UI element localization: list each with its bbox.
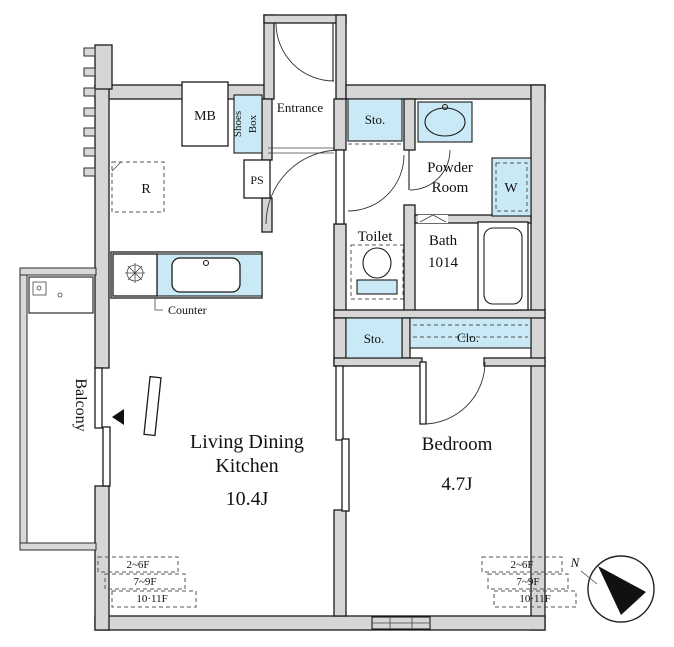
washer-pan xyxy=(495,162,528,212)
bath-label: Bath xyxy=(429,233,458,249)
parked-door-panel xyxy=(143,375,162,437)
kitchen-sink xyxy=(171,257,241,293)
powder-room-label-1: Powder xyxy=(427,160,473,176)
hall-door-leaf xyxy=(335,149,345,225)
burner-icon xyxy=(125,263,145,283)
shoes-box-label-2: Box xyxy=(247,114,259,133)
toilet-label: Toilet xyxy=(358,229,394,245)
storage-top xyxy=(347,98,403,142)
floor-notes-left: 2~6F 7~9F 10·11F xyxy=(97,556,197,608)
closet-area xyxy=(409,317,532,349)
bedroom-size-label: 4.7J xyxy=(441,474,472,495)
closet-dashes xyxy=(413,324,528,338)
powder-sink-counter xyxy=(417,101,473,143)
faucet-icon xyxy=(202,259,210,267)
washer-area xyxy=(491,157,532,217)
entrance-label: Entrance xyxy=(277,100,323,115)
ldk-label-1: Living Dining xyxy=(190,431,304,453)
interior-walls xyxy=(261,98,546,617)
bedroom-label: Bedroom xyxy=(422,434,493,455)
refrigerator-label: R xyxy=(141,182,151,197)
meter-box xyxy=(181,81,229,147)
counter-label: Counter xyxy=(168,303,207,317)
powder-room-label-2: Room xyxy=(432,180,469,196)
entrance-door-arc xyxy=(275,22,335,82)
floor-note: 2~6F xyxy=(510,559,533,571)
balcony-sliding-door xyxy=(94,367,103,429)
bath-size-label: 1014 xyxy=(428,255,459,271)
balcony xyxy=(19,267,97,551)
floor-note: 10·11F xyxy=(519,593,550,605)
storage-mid-label: Sto. xyxy=(364,331,385,346)
bedroom-door-arc xyxy=(422,361,486,425)
shoes-box xyxy=(233,94,263,154)
storage-top-label: Sto. xyxy=(365,112,386,127)
counter-leader-line xyxy=(154,298,163,311)
floor-note: 7~9F xyxy=(516,576,539,588)
meter-box-label: MB xyxy=(194,109,216,124)
closet-label: Clo. xyxy=(457,330,479,345)
powder-door-arc xyxy=(409,149,451,191)
floor-notes-right: 2~6F 7~9F 10·11F xyxy=(481,556,577,608)
ldk-label-2: Kitchen xyxy=(215,455,278,477)
hall-door-arc xyxy=(265,149,341,225)
pipe-space-label: PS xyxy=(250,173,263,187)
labels: MB Shoes Box Entrance Sto. Powder Room W… xyxy=(72,100,518,510)
kitchen-counter xyxy=(110,251,263,311)
door-direction-marker xyxy=(112,409,124,425)
drain-grate-icon xyxy=(32,281,47,296)
bathtub xyxy=(477,221,529,311)
bedroom-sliding-door xyxy=(335,365,344,441)
compass-north-label: N xyxy=(570,555,581,570)
refrigerator-space xyxy=(111,161,165,213)
toilet-door-arc xyxy=(347,154,405,212)
ldk-size-label: 10.4J xyxy=(226,488,269,510)
pipe-space-box xyxy=(243,159,271,199)
bedroom-door-leaf xyxy=(419,361,427,425)
doors xyxy=(94,22,486,512)
floor-note: 7~9F xyxy=(133,576,156,588)
stairs-hatch xyxy=(83,47,96,177)
bath-folding-door xyxy=(419,214,447,223)
balcony-unit xyxy=(28,276,94,314)
floor-note: 10·11F xyxy=(136,593,167,605)
powder-sink xyxy=(424,103,466,137)
storage-mid xyxy=(345,317,403,359)
washer-label: W xyxy=(504,181,518,196)
toilet-fixture xyxy=(350,244,404,300)
balcony-label: Balcony xyxy=(72,378,89,431)
bedroom-window xyxy=(371,616,431,630)
compass: N xyxy=(570,555,655,623)
compass-needle-icon xyxy=(598,566,646,615)
bath-door-gap xyxy=(418,215,448,223)
shoes-box-label-1: Shoes xyxy=(232,111,244,137)
floor-note: 2~6F xyxy=(126,559,149,571)
